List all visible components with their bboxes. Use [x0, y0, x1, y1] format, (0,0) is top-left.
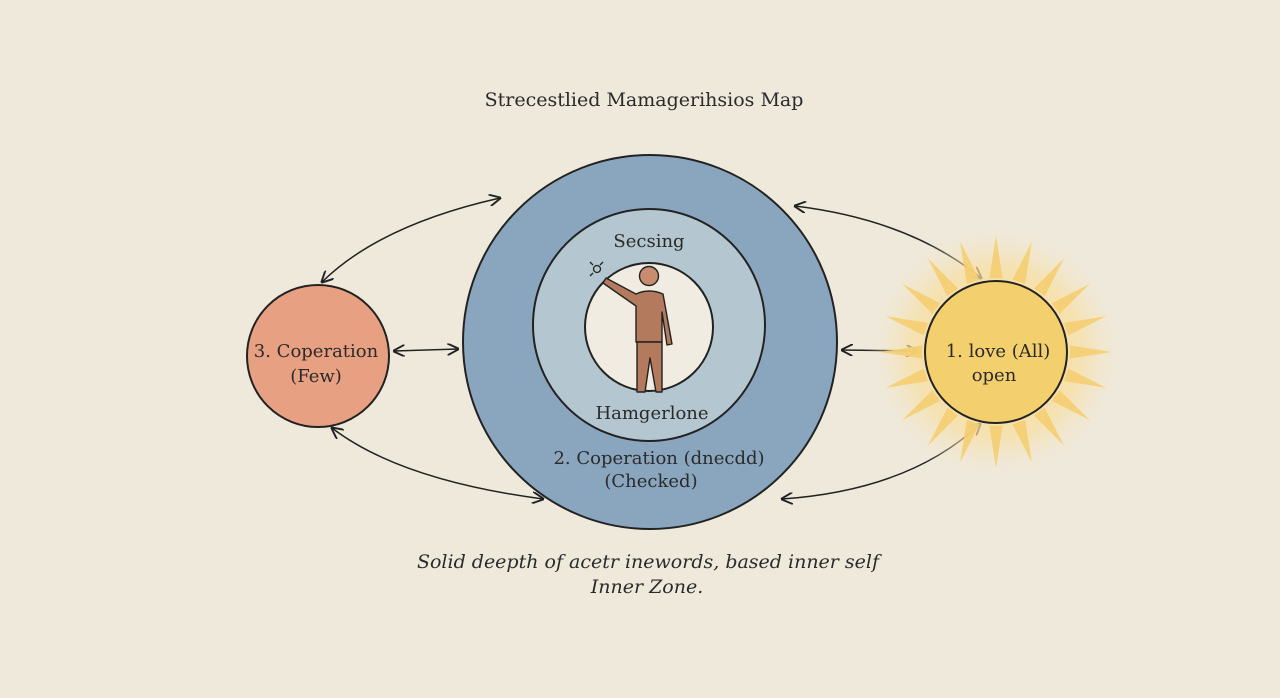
sun-ray — [989, 425, 1003, 468]
outer-ring-label-1: 2. Coperation (dnecdd) — [553, 448, 764, 469]
sun-ray — [885, 368, 928, 388]
node-cooperation-checked: Secsing Hamgerlone 2. Coperation (dnecdd… — [462, 154, 838, 530]
sun-ray — [1064, 316, 1107, 336]
sun-ray — [902, 389, 941, 421]
sun-ray — [927, 407, 959, 446]
inner-zone-label: Hamgerlone — [595, 403, 708, 424]
sun-ray — [1012, 420, 1032, 463]
diagram-title: Strecestlied Mamagerihsios Map — [485, 89, 804, 111]
caption-line-1: Solid deepth of acetr inewords, based in… — [417, 551, 882, 573]
sun-ray — [1033, 407, 1065, 446]
sun-ray — [1051, 283, 1090, 315]
sun-ray — [1051, 389, 1090, 421]
node-love-all: 1. love (All) open — [864, 220, 1128, 484]
outer-ring-label-2: (Checked) — [604, 471, 697, 492]
sun-ray — [1033, 258, 1065, 297]
sun-ray — [960, 420, 980, 463]
sun-ray — [1012, 241, 1032, 284]
sun-ray — [1064, 368, 1107, 388]
node-love-all-circle — [924, 280, 1068, 424]
arrow-left-middle — [394, 349, 458, 351]
person-icon — [602, 265, 673, 393]
sun-ray — [1069, 345, 1112, 359]
node-cooperation-few-circle — [246, 284, 390, 428]
sun-ray — [880, 345, 923, 359]
node-love-all-label-2: open — [972, 365, 1017, 386]
middle-ring-label: Secsing — [613, 231, 684, 252]
sun-ray — [989, 236, 1003, 279]
sun-ray — [902, 283, 941, 315]
sparkle-icon — [589, 261, 604, 277]
sun-ray — [927, 258, 959, 297]
sun-ray — [960, 241, 980, 284]
arrow-left-top — [322, 198, 500, 282]
caption-line-2: Inner Zone. — [590, 576, 704, 598]
arrow-left-bottom — [332, 428, 543, 499]
node-cooperation-few-label-1: 3. Coperation — [254, 341, 379, 362]
sun-ray — [885, 316, 928, 336]
node-cooperation-few: 3. Coperation (Few) — [246, 284, 390, 428]
node-cooperation-few-label-2: (Few) — [290, 366, 342, 387]
node-love-all-label-1: 1. love (All) — [946, 341, 1051, 362]
sun-rays-icon — [880, 236, 1112, 468]
